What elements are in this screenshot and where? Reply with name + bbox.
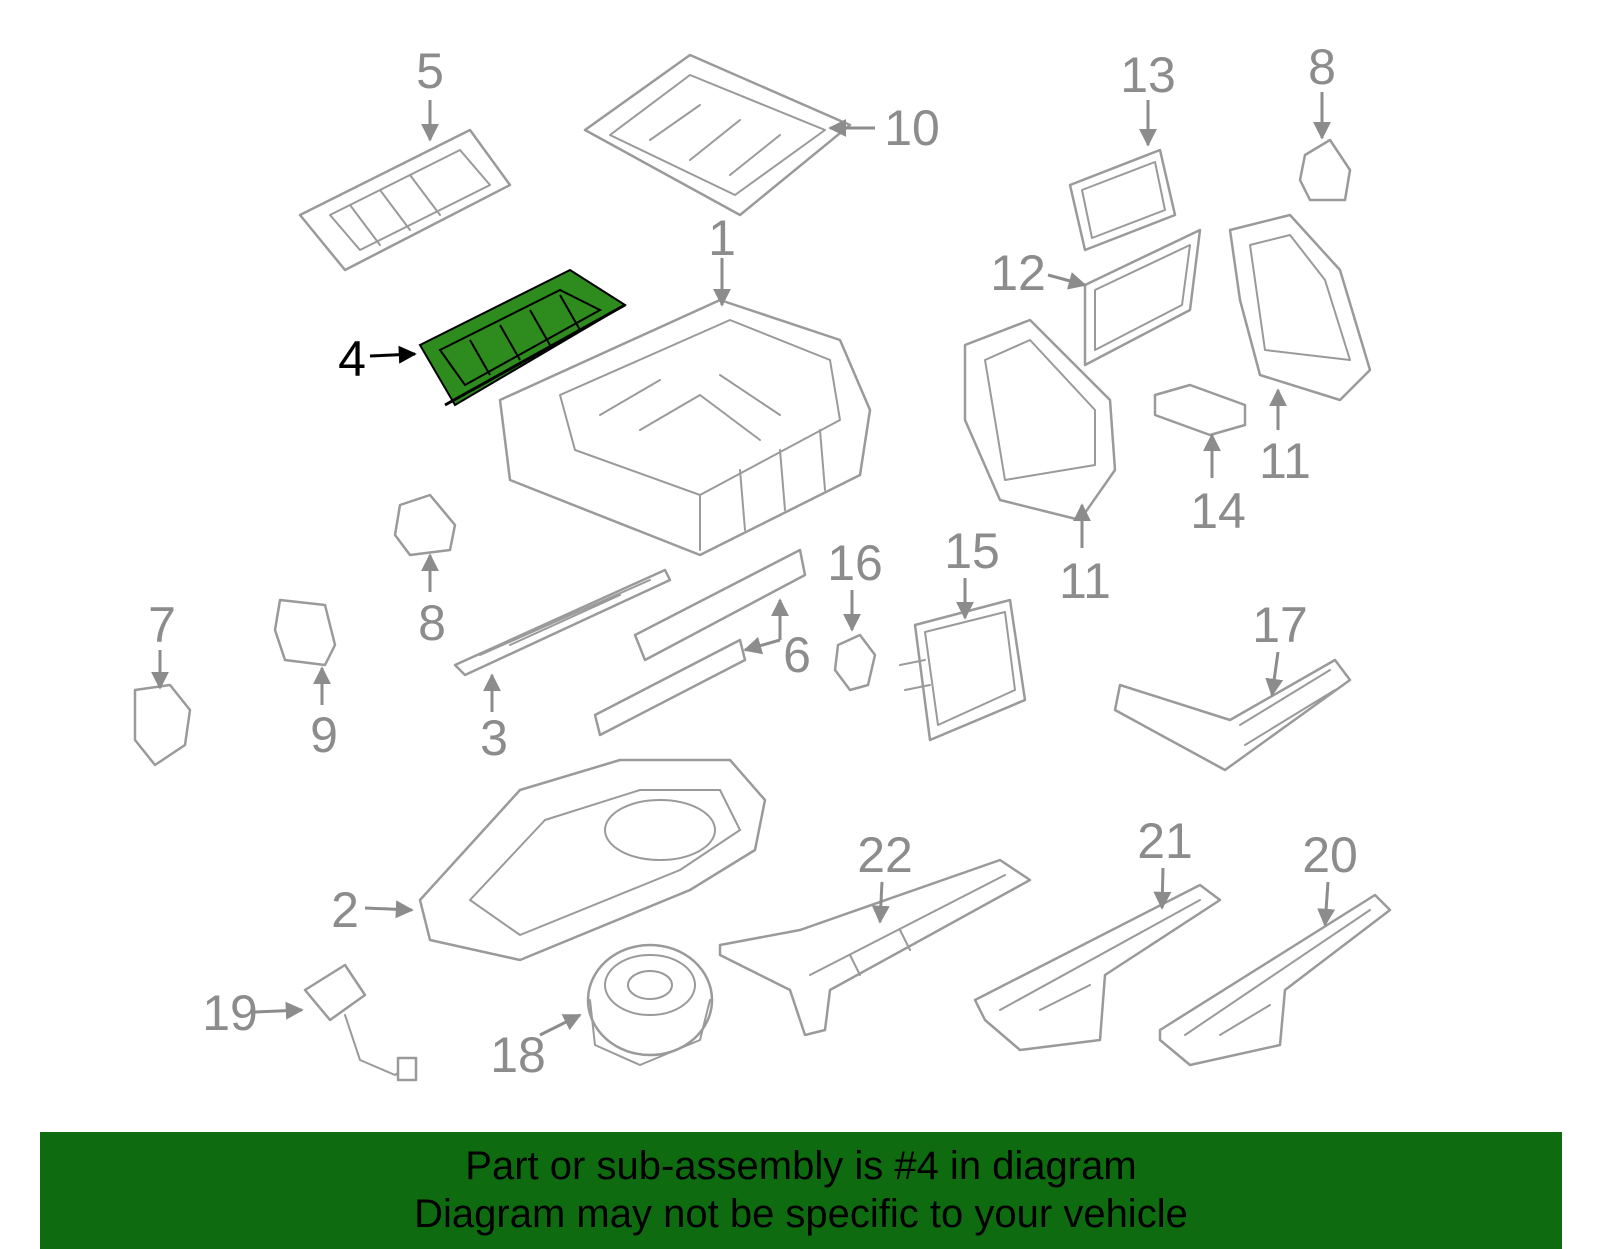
part-4-cabin-filter	[418, 268, 627, 407]
part-14-filter-block	[1153, 383, 1247, 437]
callout-12: 12	[990, 245, 1046, 301]
callout-16: 16	[827, 535, 883, 591]
part-19-resistor	[303, 963, 418, 1082]
part-18-blower-motor	[586, 943, 714, 1066]
part-12-seal	[1083, 228, 1202, 367]
callout-8-upper: 8	[1308, 39, 1336, 95]
part-10-cover	[583, 53, 852, 217]
callout-19: 19	[202, 985, 258, 1041]
part-13-gasket	[1068, 148, 1177, 252]
callout-20: 20	[1302, 827, 1358, 883]
part-11-case-left	[963, 318, 1117, 522]
part-1-heater-housing	[498, 298, 872, 557]
part-16-valve	[833, 633, 877, 692]
callout-22: 22	[857, 827, 913, 883]
part-8-actuator-left	[393, 493, 457, 557]
callout-4: 4	[338, 331, 366, 387]
part-15-evaporator	[899, 598, 1027, 742]
callout-7: 7	[148, 597, 176, 653]
part-5-filter-frame	[298, 128, 512, 272]
callout-21: 21	[1137, 813, 1193, 869]
callout-3: 3	[480, 710, 508, 766]
callout-13: 13	[1120, 47, 1176, 103]
banner-line-1: Part or sub-assembly is #4 in diagram	[465, 1144, 1137, 1188]
callout-11-left: 11	[1059, 553, 1111, 609]
callout-8-left: 8	[418, 595, 446, 651]
callout-17: 17	[1252, 597, 1308, 653]
part-17-heater-core	[1113, 658, 1352, 772]
callout-2: 2	[331, 882, 359, 938]
part-7-actuator	[133, 683, 192, 767]
part-22-duct	[718, 858, 1032, 1037]
part-21-duct	[973, 883, 1222, 1052]
info-banner: Part or sub-assembly is #4 in diagram Di…	[40, 1132, 1562, 1249]
part-2-lower-case	[418, 758, 767, 962]
part-9-actuator	[273, 598, 337, 667]
callout-18: 18	[490, 1027, 546, 1083]
callout-11-right: 11	[1259, 433, 1311, 489]
part-20-duct	[1158, 893, 1392, 1067]
parts-diagram: 5 10 1 4 13 8 12 11 14 11 16 15 8 7 17 6…	[133, 39, 1392, 1083]
part-11-case-right	[1228, 213, 1372, 402]
part-3-door	[453, 568, 672, 677]
banner-line-2: Diagram may not be specific to your vehi…	[414, 1192, 1188, 1236]
callout-10: 10	[884, 100, 940, 156]
callout-6: 6	[783, 627, 811, 683]
leader-lines	[151, 92, 1336, 1037]
callout-5: 5	[416, 43, 444, 99]
callout-15: 15	[944, 523, 1000, 579]
part-8-actuator-upper	[1298, 138, 1352, 202]
callout-1: 1	[708, 210, 736, 266]
callout-9: 9	[310, 707, 338, 763]
callout-14: 14	[1190, 483, 1246, 539]
part-6-doors	[593, 548, 807, 737]
